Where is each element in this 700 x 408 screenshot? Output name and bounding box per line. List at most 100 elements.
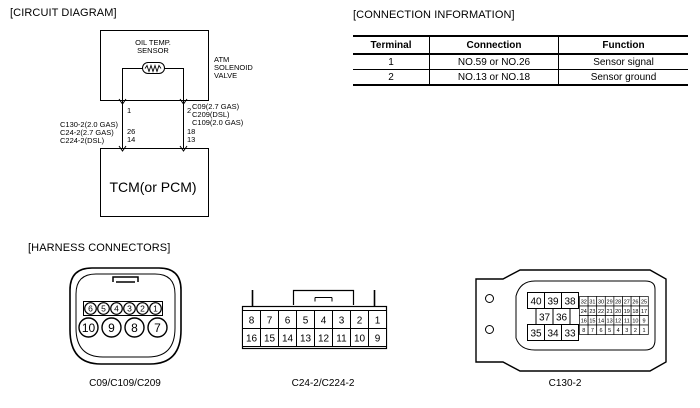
c24-caption: C24-2/C224-2 (291, 378, 355, 389)
c130-pin-label: 36 (556, 313, 568, 324)
c24-lock-housing (292, 289, 355, 305)
c09-pin-label: 7 (154, 321, 161, 335)
connector-arrow-1-lower (118, 145, 127, 152)
c130-pin-label: 4 (617, 328, 620, 334)
c130-pin-label: 9 (642, 319, 645, 325)
c130-pin-label: 14 (598, 319, 604, 325)
c130-pin-label: 21 (607, 309, 613, 315)
c130-pin-label: 1 (642, 328, 645, 334)
c130-pin-label: 12 (615, 319, 621, 325)
c130-pin-label: 34 (547, 329, 559, 340)
header-terminal: Terminal (353, 35, 430, 55)
c24-pin-label: 5 (303, 316, 309, 327)
c24-pin-label: 6 (285, 316, 291, 327)
c130-mount-hole-top (485, 294, 494, 303)
c130-pin-label: 6 (599, 328, 602, 334)
c130-pin-label: 29 (607, 300, 613, 306)
c09-pin-label: 1 (153, 304, 158, 314)
row2-function: Sensor ground (558, 69, 688, 86)
c130-pin-label: 31 (589, 300, 595, 306)
c24-pin-label: 12 (318, 334, 330, 345)
c130-pin-label: 18 (632, 309, 638, 315)
c130-pin-label: 15 (589, 319, 595, 325)
c09-pin (123, 302, 136, 315)
valve-label-line1: ATM (214, 55, 229, 64)
c24-pin-label: 14 (282, 334, 294, 345)
left-connector-label-2: C24-2(2.7 GAS) (60, 128, 114, 137)
table-row: 1 NO.59 or NO.26 Sensor signal (353, 53, 688, 70)
c130-pin-label: 5 (608, 328, 611, 334)
c09-pin (84, 302, 97, 315)
left-connector-label-1: C130-2(2.0 GAS) (60, 120, 118, 129)
c130-pin-label: 20 (615, 309, 621, 315)
header-function: Function (558, 35, 688, 55)
solenoid-valve-box (100, 30, 209, 101)
c09-caption: C09/C109/C209 (89, 378, 161, 389)
harness-connectors-title: [HARNESS CONNECTORS] (28, 242, 171, 254)
right-connector-label-2: C209(DSL) (192, 110, 230, 119)
connector-arrow-2-lower (179, 145, 188, 152)
c09-pin (136, 302, 149, 315)
c130-pin-label: 23 (589, 309, 595, 315)
connection-information-title: [CONNECTION INFORMATION] (353, 9, 515, 21)
c130-pin-label: 25 (641, 300, 647, 306)
c09-pin-label: 2 (140, 304, 145, 314)
c130-caption: C130-2 (548, 378, 582, 389)
c09-pin-label: 9 (108, 321, 115, 335)
c09-pin (78, 317, 99, 338)
tcm-box (100, 148, 209, 217)
sensor-label-line2: SENSOR (137, 46, 169, 55)
c24-pin-label: 13 (300, 334, 312, 345)
left-pin-a-label: 26 (127, 127, 135, 136)
c09-pin (110, 302, 123, 315)
c130-pin-label: 8 (582, 328, 585, 334)
row1-function: Sensor signal (558, 53, 688, 70)
circuit-diagram-title: [CIRCUIT DIAGRAM] (10, 7, 117, 19)
circuit-diagram (100, 30, 209, 217)
c130-inner-shell (515, 280, 656, 351)
c130-pin-label: 32 (581, 300, 587, 306)
c09-bottom-row: 10 9 8 7 (78, 317, 168, 338)
connection-table-header: Terminal Connection Function (353, 35, 688, 55)
c09-pin (97, 302, 110, 315)
c09-inner-shell (75, 273, 176, 358)
table-row: 2 NO.13 or NO.18 Sensor ground (353, 69, 688, 86)
c130-pin-label: 13 (607, 319, 613, 325)
c09-pin (147, 317, 168, 338)
c130-pin-label: 30 (598, 300, 604, 306)
left-connector-label-3: C224-2(DSL) (60, 136, 105, 145)
c24-pin-label: 15 (264, 334, 276, 345)
row2-connection: NO.13 or NO.18 (429, 69, 559, 86)
c09-pin-label: 10 (82, 321, 96, 335)
c130-pin (561, 324, 579, 341)
c24-pin-label: 2 (357, 316, 363, 327)
c130-outer-shell (475, 269, 667, 372)
c09-outer-shell (69, 267, 182, 365)
connector-arrow-2-upper (179, 98, 188, 105)
tcm-label: TCM(or PCM) (109, 179, 196, 195)
row1-terminal: 1 (353, 53, 430, 70)
c24-lock-tab (314, 297, 333, 302)
c130-pin (639, 324, 649, 335)
c130-pin-label: 35 (530, 329, 542, 340)
c130-mount-hole-bottom (485, 325, 494, 334)
c130-pin-label: 17 (641, 309, 647, 315)
right-connector-label-3: C109(2.0 GAS) (192, 118, 244, 127)
c130-pin-label: 10 (632, 319, 638, 325)
c130-pin-label: 11 (624, 319, 630, 325)
c09-pin-label: 3 (127, 304, 132, 314)
right-pin-b-label: 13 (187, 135, 195, 144)
c09-pin-label: 5 (101, 304, 106, 314)
c130-pin-label: 2 (634, 328, 637, 334)
c09-pin-label: 8 (131, 321, 138, 335)
c24-pin-label: 3 (339, 316, 345, 327)
c24-pin-label: 11 (336, 334, 347, 345)
valve-label-line3: VALVE (214, 71, 237, 80)
c130-pin-label: 7 (591, 328, 594, 334)
c130-pin-label: 37 (539, 313, 551, 324)
c09-pin (124, 317, 145, 338)
